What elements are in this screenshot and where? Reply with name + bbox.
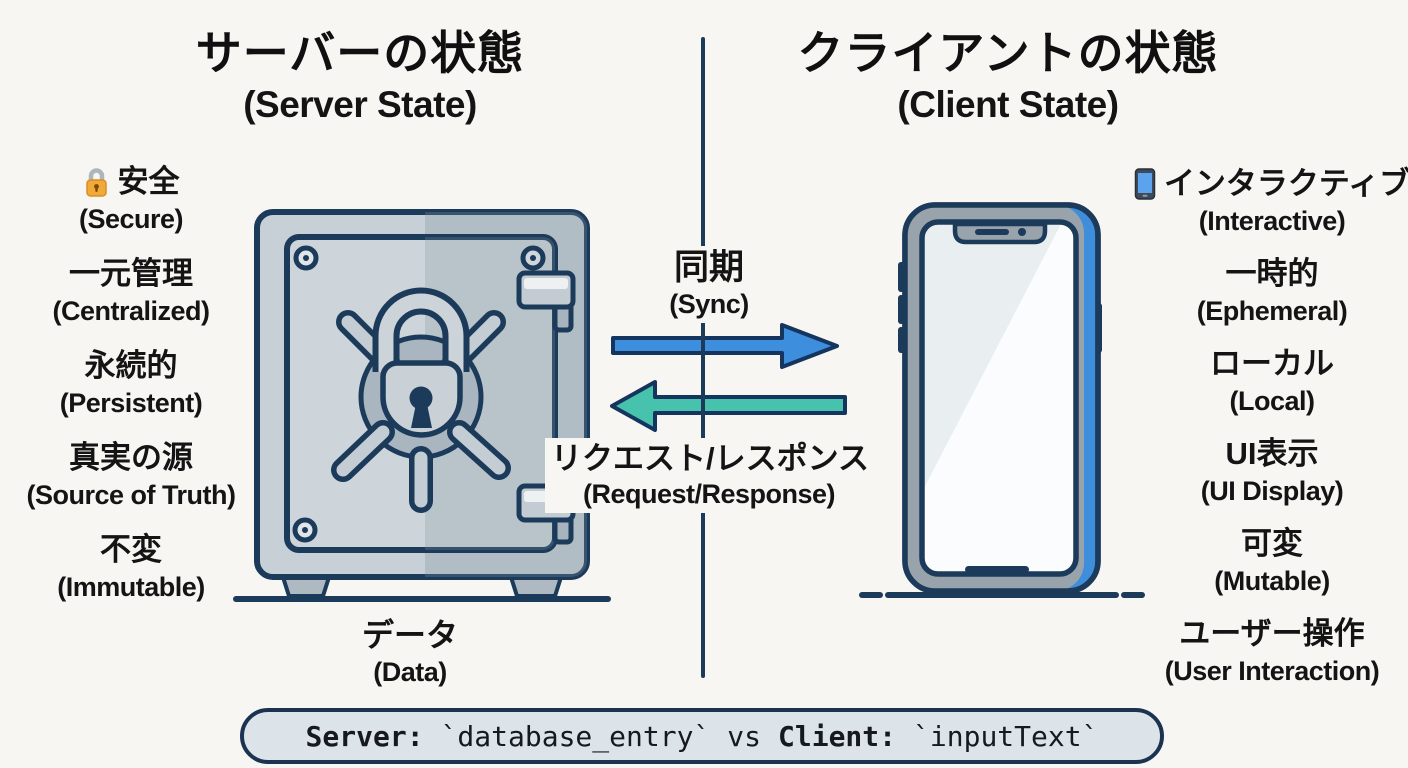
attribute-en: (Mutable)	[1214, 566, 1330, 596]
server-code-label: Server:	[305, 719, 424, 753]
attribute-ja: 一時的	[1225, 256, 1319, 291]
sync-label-block: 同期 (Sync)	[623, 246, 795, 323]
attribute-ja: 安全	[117, 164, 180, 199]
list-item: インタラクティブ (Interactive)	[1134, 165, 1408, 238]
client-code-value: `inputText`	[913, 719, 1099, 753]
attribute-en: (Source of Truth)	[26, 480, 237, 510]
safe-hinge-top	[516, 270, 576, 333]
attribute-ja: 可変	[1241, 526, 1303, 561]
attribute-en: (Interactive)	[1198, 206, 1346, 236]
notch-speaker	[975, 229, 1009, 235]
server-title-block: サーバーの状態 (Server State)	[130, 27, 590, 125]
attribute-en: (Secure)	[78, 204, 184, 234]
list-item: 真実の源 (Source of Truth)	[0, 439, 262, 512]
screen-glare	[922, 222, 1076, 574]
client-title-ja: クライアントの状態	[797, 27, 1219, 79]
home-indicator	[965, 566, 1029, 573]
attribute-ja: インタラクティブ	[1163, 166, 1408, 201]
attribute-en: (Immutable)	[57, 572, 205, 602]
attribute-ja: ユーザー操作	[1179, 616, 1365, 651]
data-caption-en: (Data)	[373, 657, 447, 687]
request-label-ja: リクエスト/レスポンス	[551, 441, 869, 476]
smartphone-icon	[1134, 168, 1156, 200]
notch-camera	[1018, 228, 1026, 236]
data-caption-block: データ (Data)	[310, 616, 510, 689]
list-item: 永続的 (Persistent)	[0, 347, 262, 420]
request-label-block: リクエスト/レスポンス (Request/Response)	[545, 438, 873, 513]
safe-screws	[292, 245, 546, 543]
data-caption-ja: データ	[361, 617, 458, 653]
list-item: 一元管理 (Centralized)	[0, 255, 262, 328]
list-item: 安全 (Secure)	[0, 163, 262, 236]
center-divider-line	[701, 37, 705, 678]
sync-label-en: (Sync)	[669, 289, 749, 319]
client-title-en: (Client State)	[897, 83, 1119, 125]
smartphone-illustration	[859, 202, 1145, 598]
attribute-en: (UI Display)	[1200, 476, 1344, 506]
client-code-label: Client:	[778, 719, 897, 753]
attribute-ja: 一元管理	[69, 256, 193, 291]
attribute-en: (User Interaction)	[1164, 656, 1380, 686]
list-item: 不変 (Immutable)	[0, 531, 262, 604]
client-attributes-list: インタラクティブ (Interactive) 一時的 (Ephemeral) ロ…	[1134, 165, 1408, 688]
padlock-emblem	[331, 287, 511, 513]
attribute-en: (Local)	[1229, 386, 1315, 416]
list-item: UI表示 (UI Display)	[1134, 435, 1408, 508]
client-title-block: クライアントの状態 (Client State)	[788, 27, 1228, 125]
server-title-en: (Server State)	[243, 83, 477, 125]
attribute-en: (Ephemeral)	[1196, 296, 1348, 326]
attribute-en: (Centralized)	[52, 296, 210, 326]
attribute-ja: 不変	[100, 532, 162, 567]
sync-arrow-right	[611, 323, 839, 369]
safe-vault-illustration	[233, 209, 611, 602]
sync-arrows	[610, 323, 847, 432]
server-title-ja: サーバーの状態	[195, 27, 525, 79]
code-comparison-bar: Server: `database_entry` vs Client: `inputTe…	[240, 708, 1164, 764]
attribute-ja: UI表示	[1225, 436, 1319, 471]
list-item: 一時的 (Ephemeral)	[1134, 255, 1408, 328]
attribute-ja: ローカル	[1210, 346, 1334, 381]
request-label-en: (Request/Response)	[582, 479, 836, 509]
keyhole	[409, 386, 433, 410]
server-code-value: `database_entry`	[440, 719, 711, 753]
request-arrow-left	[610, 380, 847, 432]
code-comparison-text: Server: `database_entry` vs Client: `inputTe…	[306, 720, 1099, 753]
server-attributes-list: 安全 (Secure) 一元管理 (Centralized) 永続的 (Pers…	[0, 163, 262, 604]
list-item: ユーザー操作 (User Interaction)	[1134, 615, 1408, 688]
attribute-ja: 永続的	[84, 348, 178, 383]
list-item: 可変 (Mutable)	[1134, 525, 1408, 598]
attribute-ja: 真実の源	[69, 440, 193, 475]
list-item: ローカル (Local)	[1134, 345, 1408, 418]
attribute-en: (Persistent)	[59, 388, 203, 418]
vs-text: vs	[727, 719, 761, 753]
lock-icon	[85, 167, 107, 197]
sync-label-ja: 同期	[673, 248, 744, 287]
